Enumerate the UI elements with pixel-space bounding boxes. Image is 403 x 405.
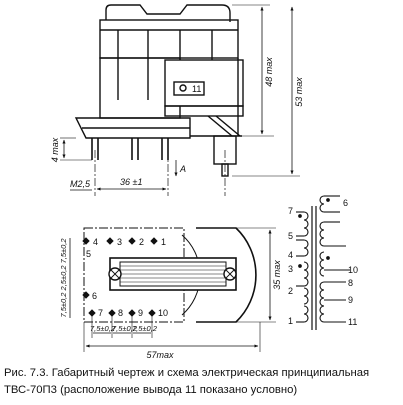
winding-schematic — [296, 195, 350, 330]
pin-label: 2 — [288, 286, 293, 296]
pin-label: 6 — [92, 291, 97, 301]
dim-height-53: 53 max — [294, 77, 304, 107]
pin-label: 5 — [86, 249, 91, 259]
dim-bottom-pitch: 7,5±0,2 — [112, 324, 138, 333]
pin-label: 11 — [348, 317, 357, 327]
dim-width-35: 35 max — [272, 260, 282, 290]
dim-pins-4: 4 max — [50, 137, 60, 162]
dim-thread: M2,5 — [70, 179, 91, 189]
pin-label: 3 — [117, 237, 122, 247]
dim-left-pitches: 7,5±0,2 2,5±0,2 7,5±0,2 — [59, 238, 68, 318]
pin-label: 3 — [288, 264, 293, 274]
pin-label: 7 — [288, 206, 293, 216]
pin-label: 6 — [343, 198, 348, 208]
pin-label: 7 — [98, 308, 103, 318]
top-view — [69, 227, 276, 352]
pin-label: 4 — [93, 237, 98, 247]
top-view-pin-labels: 4 3 2 1 5 6 7 8 9 10 — [86, 237, 168, 318]
pin-label: 10 — [158, 308, 168, 318]
pin-label: 8 — [348, 278, 353, 288]
pin-label: 4 — [288, 250, 293, 260]
technical-drawing: 48 max 53 max 4 max 11 M2,5 36 ±1 A — [50, 4, 358, 360]
label-pin-11: 11 — [192, 84, 201, 94]
dim-height-48: 48 max — [264, 57, 274, 87]
caption-line-2: ТВС-70П3 (расположение вывода 11 показан… — [4, 384, 298, 396]
pin-label: 9 — [138, 308, 143, 318]
pin-label: 5 — [288, 231, 293, 241]
pin-label: 1 — [161, 237, 166, 247]
pin-label: 1 — [288, 316, 293, 326]
dim-bottom-pitch: 7,5±0,2 — [132, 324, 158, 333]
caption-line-1: Рис. 7.3. Габаритный чертеж и схема элек… — [4, 367, 370, 379]
pin-label: 2 — [139, 237, 144, 247]
schematic-pin-labels: 7 5 4 3 2 1 6 10 8 9 11 — [288, 198, 358, 327]
dim-pitch-36: 36 ±1 — [120, 177, 142, 187]
dim-length-57: 57max — [146, 350, 174, 360]
pin-label: 8 — [118, 308, 123, 318]
figure-caption: Рис. 7.3. Габаритный чертеж и схема элек… — [4, 365, 402, 399]
dim-bottom-pitch: 7,5±0,2 — [90, 324, 116, 333]
pin-label: 9 — [348, 295, 353, 305]
pin-label: 10 — [348, 265, 358, 275]
label-view-a: A — [179, 164, 186, 174]
side-view — [60, 4, 300, 196]
